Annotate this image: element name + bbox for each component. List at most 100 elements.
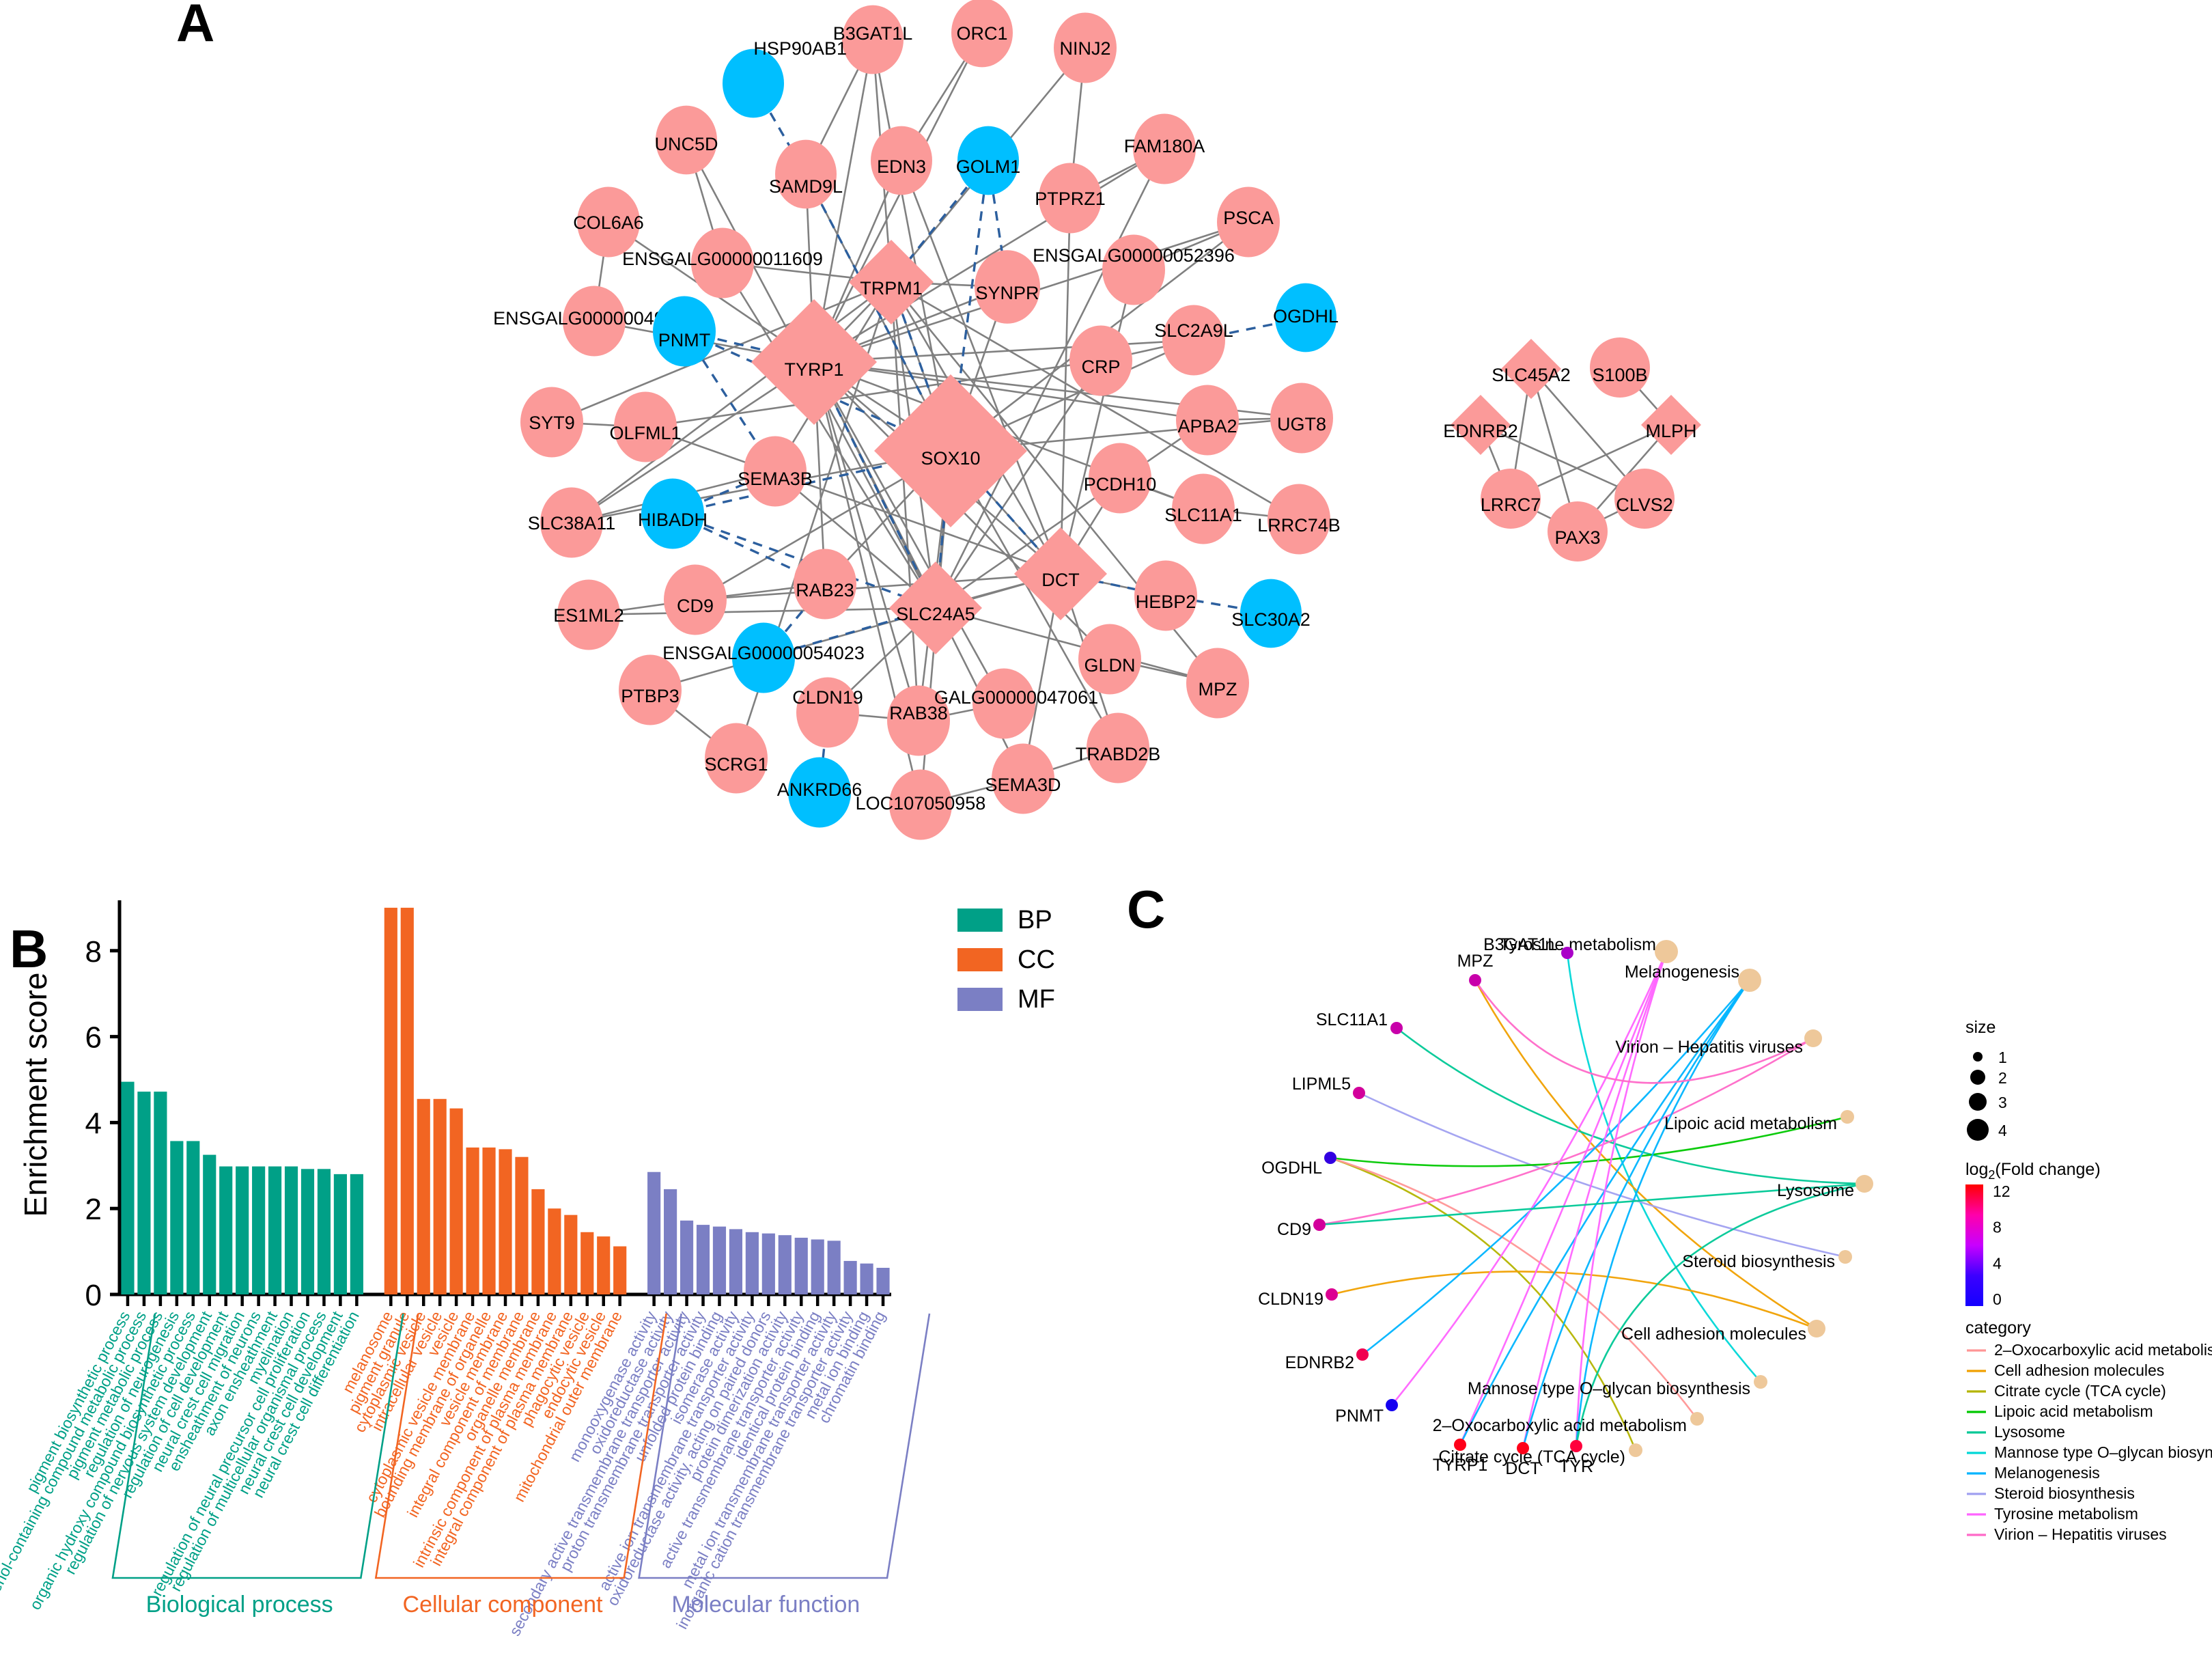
bar[interactable]	[154, 1092, 167, 1294]
network-node-orc1[interactable]: ORC1	[951, 0, 1013, 68]
network-node-ednrb2[interactable]: EDNRB2	[1443, 395, 1518, 455]
bar[interactable]	[811, 1239, 824, 1294]
bar[interactable]	[203, 1154, 216, 1294]
network-node-ensgalg00000052396[interactable]: ENSGALG00000052396	[1033, 234, 1235, 305]
network-node-pax3[interactable]: PAX3	[1548, 501, 1608, 561]
network-node-b3gat1l[interactable]: B3GAT1L	[833, 5, 913, 74]
bar[interactable]	[729, 1229, 743, 1294]
bar[interactable]	[219, 1166, 233, 1294]
network-node-edn3[interactable]: EDN3	[871, 126, 932, 195]
network-node-lrrc74b[interactable]: LRRC74B	[1257, 484, 1341, 555]
network-node-hebp2[interactable]: HEBP2	[1134, 560, 1197, 631]
network-node-golm1[interactable]: GOLM1	[956, 126, 1021, 195]
bar[interactable]	[843, 1260, 857, 1294]
network-node-slc45a2[interactable]: SLC45A2	[1492, 339, 1571, 399]
pathway-node[interactable]: Melanogenesis	[1625, 962, 1761, 992]
bar[interactable]	[350, 1174, 363, 1294]
bar[interactable]	[466, 1147, 479, 1294]
bar[interactable]	[384, 907, 397, 1294]
network-node-slc30a2[interactable]: SLC30A2	[1231, 579, 1311, 648]
gene-node[interactable]: B3GAT1L	[1483, 935, 1573, 959]
bar[interactable]	[317, 1169, 331, 1294]
bar[interactable]	[186, 1141, 200, 1294]
bar[interactable]	[827, 1240, 841, 1294]
bar[interactable]	[236, 1166, 249, 1294]
bar[interactable]	[712, 1226, 727, 1294]
pathway-node[interactable]: Lipoic acid metabolism	[1664, 1110, 1854, 1133]
pathway-node[interactable]: Tyrosine metabolism	[1500, 935, 1678, 963]
gene-node[interactable]: EDNRB2	[1285, 1348, 1369, 1372]
gene-node[interactable]: TYR	[1559, 1440, 1593, 1476]
gene-node[interactable]: CLDN19	[1258, 1288, 1338, 1309]
network-node-cldn19[interactable]: CLDN19	[792, 677, 863, 748]
network-node-sema3b[interactable]: SEMA3B	[738, 436, 813, 507]
network-node-rab23[interactable]: RAB23	[794, 549, 856, 620]
network-node-ensgalg00000011609[interactable]: ENSGALG00000011609	[622, 227, 823, 299]
network-node-scrg1[interactable]: SCRG1	[704, 723, 768, 794]
network-node-ogdhl[interactable]: OGDHL	[1273, 283, 1339, 352]
bar[interactable]	[860, 1263, 873, 1294]
network-node-sema3d[interactable]: SEMA3D	[985, 743, 1061, 814]
bar[interactable]	[647, 1171, 661, 1294]
network-node-ensgalg00000047061[interactable]: GALG00000047061	[934, 668, 1098, 739]
gene-node[interactable]: LIPML5	[1292, 1074, 1365, 1099]
network-node-unc5d[interactable]: UNC5D	[654, 105, 718, 175]
network-node-ensgalg00000054023[interactable]: ENSGALG00000054023	[662, 622, 865, 693]
bar[interactable]	[664, 1189, 677, 1294]
gene-node[interactable]: OGDHL	[1261, 1152, 1336, 1178]
bar[interactable]	[696, 1225, 710, 1294]
network-node-tyrp1[interactable]: TYRP1	[751, 299, 877, 425]
network-node-psca[interactable]: PSCA	[1217, 186, 1280, 258]
bar[interactable]	[531, 1189, 545, 1294]
bar[interactable]	[433, 1098, 447, 1294]
gene-node[interactable]: MPZ	[1457, 952, 1494, 986]
network-node-pcdh10[interactable]: PCDH10	[1084, 443, 1157, 514]
bar[interactable]	[597, 1236, 611, 1294]
bar[interactable]	[580, 1232, 594, 1294]
bar[interactable]	[121, 1081, 135, 1294]
network-node-ptprz1[interactable]: PTPRZ1	[1035, 163, 1106, 234]
gene-node[interactable]: TYRP1	[1433, 1439, 1488, 1475]
network-node-es1ml2[interactable]: ES1ML2	[553, 579, 624, 650]
network-node-sox10[interactable]: SOX10	[874, 374, 1027, 527]
network-node-s100b[interactable]: S100B	[1590, 337, 1650, 398]
network-node-slc11a1[interactable]: SLC11A1	[1164, 473, 1242, 544]
network-node-trabd2b[interactable]: TRABD2B	[1076, 712, 1161, 784]
bar[interactable]	[268, 1166, 282, 1294]
bar[interactable]	[499, 1149, 512, 1294]
network-node-crp[interactable]: CRP	[1069, 325, 1132, 396]
network-node-samd9l[interactable]: SAMD9L	[769, 139, 843, 209]
network-node-syt9[interactable]: SYT9	[520, 387, 583, 458]
network-node-trpm1[interactable]: TRPM1	[849, 240, 934, 324]
pathway-node[interactable]: Virion – Hepatitis viruses	[1615, 1029, 1822, 1057]
bar[interactable]	[680, 1220, 694, 1294]
network-node-ninj2[interactable]: NINJ2	[1054, 12, 1117, 83]
network-node-gldn[interactable]: GLDN	[1078, 624, 1141, 695]
bar[interactable]	[794, 1237, 808, 1294]
pathway-node[interactable]: 2–Oxocarboxylic acid metabolism	[1433, 1412, 1704, 1435]
network-node-slc2a9l[interactable]: SLC2A9L	[1154, 305, 1233, 376]
bar[interactable]	[252, 1166, 266, 1294]
network-node-dct[interactable]: DCT	[1014, 527, 1107, 620]
network-node-ankrd66[interactable]: ANKRD66	[777, 757, 863, 828]
pathway-node[interactable]: Steroid biosynthesis	[1682, 1250, 1852, 1271]
bar[interactable]	[515, 1156, 529, 1294]
bar[interactable]	[417, 1098, 430, 1294]
bar[interactable]	[333, 1174, 347, 1294]
network-node-synpr[interactable]: SYNPR	[975, 250, 1040, 324]
network-node-mpz[interactable]: MPZ	[1186, 648, 1249, 719]
gene-node[interactable]: CD9	[1277, 1219, 1326, 1239]
pathway-node[interactable]: Mannose type O–glycan biosynthesis	[1468, 1375, 1767, 1398]
network-node-slc38a11[interactable]: SLC38A11	[528, 487, 616, 558]
network-node-hsp90ab1[interactable]: HSP90AB1	[723, 38, 847, 118]
gene-node[interactable]: SLC11A1	[1316, 1010, 1403, 1034]
network-node-apba2[interactable]: APBA2	[1176, 385, 1239, 456]
network-node-olfml1[interactable]: OLFML1	[609, 391, 682, 462]
bar[interactable]	[745, 1232, 759, 1294]
pathway-node[interactable]: Cell adhesion molecules	[1621, 1320, 1825, 1344]
gene-node[interactable]: DCT	[1505, 1442, 1541, 1478]
network-node-col6a6[interactable]: COL6A6	[573, 186, 644, 258]
pathway-node[interactable]: Citrate cycle (TCA cycle)	[1438, 1443, 1642, 1467]
bar[interactable]	[137, 1092, 151, 1294]
network-node-ugt8[interactable]: UGT8	[1270, 383, 1333, 454]
